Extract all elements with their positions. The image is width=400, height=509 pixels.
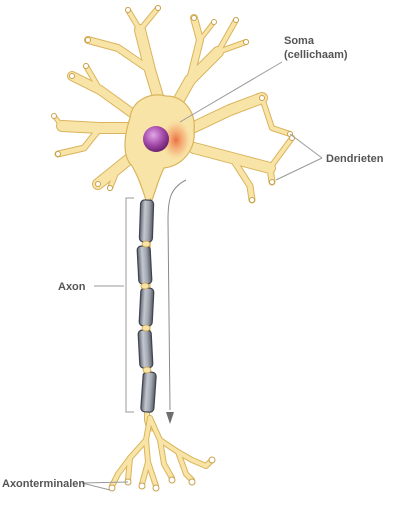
nucleus xyxy=(143,126,169,152)
axon-label: Axon xyxy=(58,281,86,293)
soma-label-line2: (cellichaam) xyxy=(284,49,348,61)
terminals-leader-line-lower xyxy=(81,482,111,491)
axon-terminals-label: Axonterminalen xyxy=(2,478,85,490)
myelin-sheath xyxy=(136,199,157,413)
signal-direction-arrow xyxy=(167,179,187,411)
axon-bracket xyxy=(125,197,134,413)
dendrites-leader-line-lower xyxy=(275,157,323,181)
signal-arrowhead xyxy=(166,412,174,424)
dendrites-leader-line-upper xyxy=(289,133,323,159)
nodes-of-ranvier xyxy=(140,240,152,374)
soma-label-line1: Soma xyxy=(284,35,315,47)
soma-leader-line xyxy=(179,61,283,123)
terminals-leader-line-upper xyxy=(81,481,129,484)
soma-glow xyxy=(160,118,192,162)
axon-terminals-fill xyxy=(110,416,214,488)
dendrites-label: Dendrieten xyxy=(326,153,384,165)
